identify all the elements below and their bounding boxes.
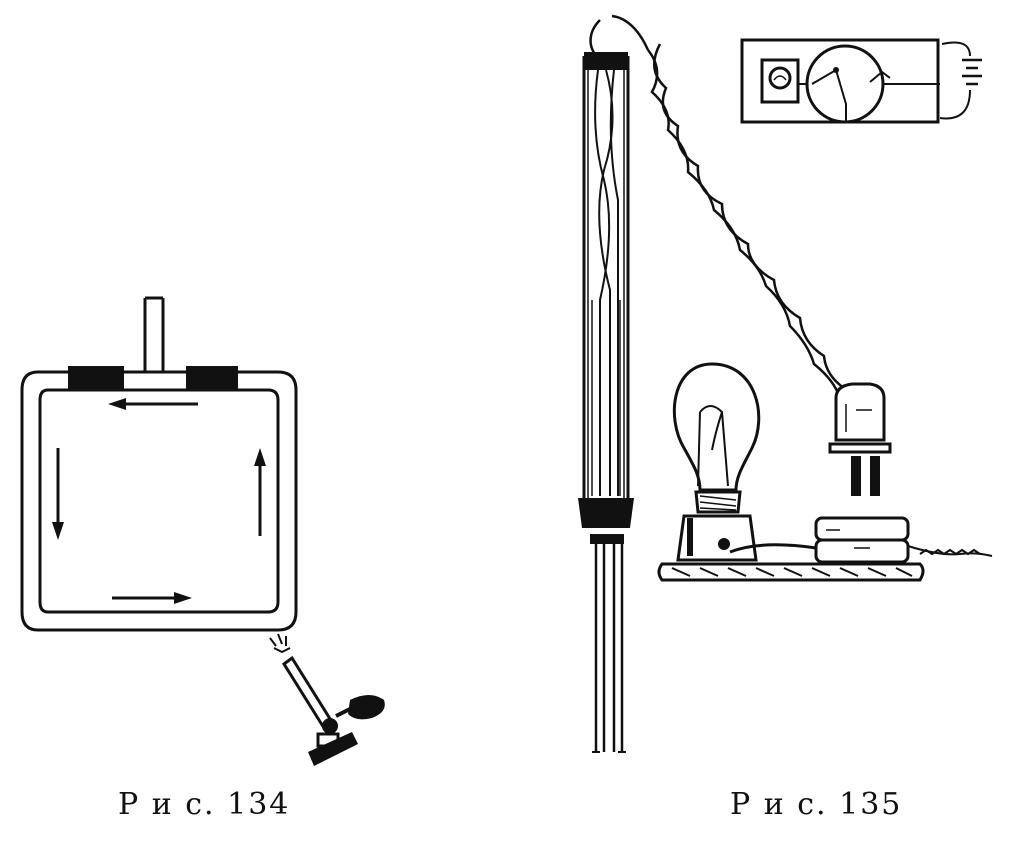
tube-stub-top (143, 296, 165, 372)
figure-135-caption: Р и с. 135 (730, 787, 903, 822)
heater-tube-base (578, 498, 634, 753)
battery-block (814, 516, 910, 564)
figure-135 (578, 14, 993, 753)
light-bulb-icon (672, 362, 761, 514)
figure-134 (20, 296, 385, 766)
flame-icon (269, 633, 291, 654)
plug-icon (828, 382, 892, 496)
rubber-connector-left (68, 366, 124, 390)
bulb-socket (676, 514, 758, 562)
figure-134-caption: Р и с. 134 (118, 787, 291, 822)
flow-arrow-left (52, 448, 64, 540)
board-wires (729, 543, 993, 557)
flow-arrow-top (108, 398, 198, 410)
square-tube-loop (20, 370, 298, 632)
twisted-cord (589, 14, 851, 399)
flow-arrow-right (254, 448, 266, 536)
heater-tube (582, 52, 630, 500)
base-board (657, 562, 925, 582)
flow-arrow-bottom (112, 592, 192, 604)
burner-icon (281, 655, 385, 766)
inset-circuit-schematic (740, 38, 982, 124)
rubber-connector-right (186, 366, 238, 390)
